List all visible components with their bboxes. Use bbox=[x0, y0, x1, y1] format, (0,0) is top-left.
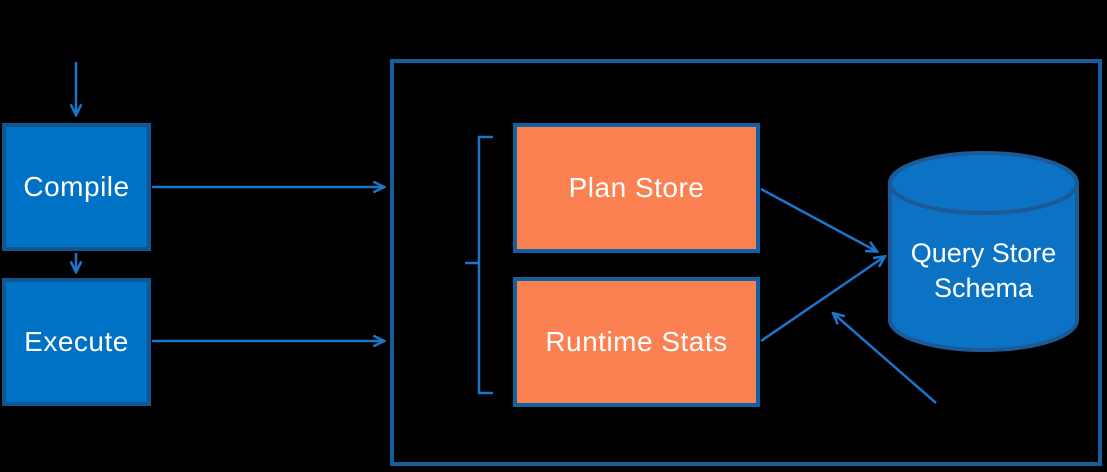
node-execute: Execute bbox=[2, 278, 151, 406]
database-cylinder-top bbox=[888, 151, 1079, 215]
brace-plan-runtime bbox=[465, 135, 493, 395]
database-cylinder-body bbox=[888, 183, 1079, 352]
node-plan-store-label: Plan Store bbox=[568, 172, 705, 203]
node-query-store-schema-label: Query Store Schema bbox=[890, 236, 1077, 306]
query-store-schema-line2: Schema bbox=[933, 273, 1034, 303]
node-runtime-stats-label: Runtime Stats bbox=[545, 326, 728, 357]
arrow-planstore-to-schema bbox=[760, 187, 876, 251]
arrow-bottomright-up bbox=[834, 314, 937, 404]
node-runtime-stats: Runtime Stats bbox=[513, 277, 760, 407]
node-compile-label: Compile bbox=[23, 171, 130, 202]
query-store-schema-line1: Query Store bbox=[910, 238, 1057, 268]
query-store-container-box bbox=[390, 59, 1102, 466]
node-compile: Compile bbox=[2, 123, 151, 251]
node-plan-store: Plan Store bbox=[513, 123, 760, 253]
node-execute-label: Execute bbox=[24, 326, 129, 357]
arrow-runtimestats-to-schema bbox=[760, 257, 884, 343]
